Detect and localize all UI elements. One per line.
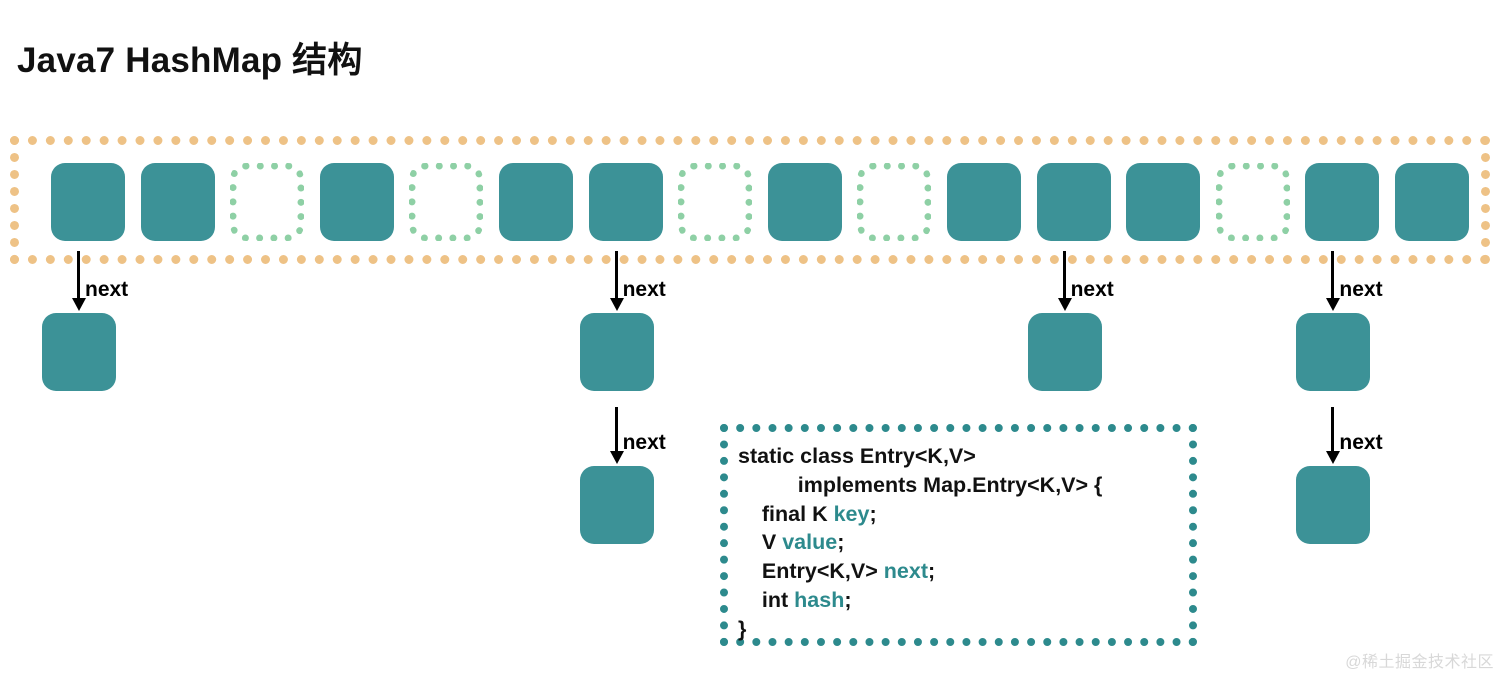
arrow-head-icon [72,298,86,311]
next-pointer-arrow [609,407,624,464]
bucket-slot-empty [678,163,753,241]
bucket-slot-occupied [588,163,663,241]
next-label: next [85,278,129,301]
next-label: next [1339,431,1383,454]
bucket-slot-empty [409,163,484,241]
code-text: V [738,530,783,555]
bucket-array-container [10,136,1490,264]
next-label: next [1339,278,1383,301]
next-pointer-arrow [1326,407,1341,464]
arrow-head-icon [609,298,624,311]
arrow-shaft [1331,251,1335,299]
code-field-name: hash [794,587,845,612]
next-pointer-arrow [609,251,624,311]
code-field-name: key [833,501,870,526]
code-text: Entry<K,V> [738,559,884,584]
bucket-slot-empty [1215,163,1290,241]
code-line: Entry<K,V> next; [738,557,1189,586]
next-pointer-arrow [1057,251,1072,311]
bucket-slot-occupied [499,163,573,241]
watermark: @稀土掘金技术社区 [1345,654,1494,671]
code-line: } [738,615,1189,644]
code-punctuation: ; [837,530,845,555]
arrow-head-icon [1057,298,1072,311]
entry-node [1296,466,1371,544]
bucket-slot-occupied [319,163,394,241]
page-title: Java7 HashMap 结构 [17,41,363,80]
bucket-slot-empty [230,163,305,241]
arrow-shaft [1331,407,1335,452]
entry-node [1296,313,1371,391]
bucket-slot-occupied [51,163,125,241]
code-line: V value; [738,528,1189,557]
code-text: final K [738,501,834,526]
arrow-shaft [77,251,80,299]
code-line: static class Entry<K,V> [738,442,1189,471]
arrow-head-icon [609,451,624,464]
bucket-slot-empty [857,163,932,241]
arrow-head-icon [1326,451,1341,464]
code-text: implements Map.Entry<K,V> { [738,472,1103,497]
bucket-slot-occupied [1126,163,1201,241]
entry-class-code-block: static class Entry<K,V> implements Map.E… [720,424,1197,646]
arrow-shaft [1062,251,1066,299]
code-punctuation: ; [928,559,936,584]
bucket-slot-occupied [767,163,842,241]
next-pointer-arrow [1326,251,1341,311]
arrow-shaft [614,251,618,299]
entry-node [1027,313,1102,391]
code-lines: static class Entry<K,V> implements Map.E… [728,432,1189,644]
code-field-name: next [883,559,928,584]
next-label: next [1070,278,1114,301]
code-text: } [738,616,747,641]
arrow-head-icon [1326,298,1341,311]
bucket-slot-occupied [140,163,215,241]
code-punctuation: ; [844,587,852,612]
code-line: implements Map.Entry<K,V> { [738,471,1189,500]
next-label: next [622,431,666,454]
entry-node [42,313,116,391]
next-pointer-arrow [72,251,86,311]
code-line: int hash; [738,586,1189,615]
bucket-slot-occupied [947,163,1021,241]
bucket-slot-occupied [1395,163,1469,241]
bucket-slot-occupied [1305,163,1380,241]
code-field-name: value [782,530,838,555]
code-punctuation: ; [869,501,877,526]
next-label: next [622,278,666,301]
code-line: final K key; [738,500,1189,529]
bucket-slot-occupied [1036,163,1111,241]
entry-node [579,466,654,544]
arrow-shaft [614,407,618,452]
entry-node [579,313,654,391]
code-text: static class Entry<K,V> [738,444,976,468]
code-text: int [738,587,795,612]
